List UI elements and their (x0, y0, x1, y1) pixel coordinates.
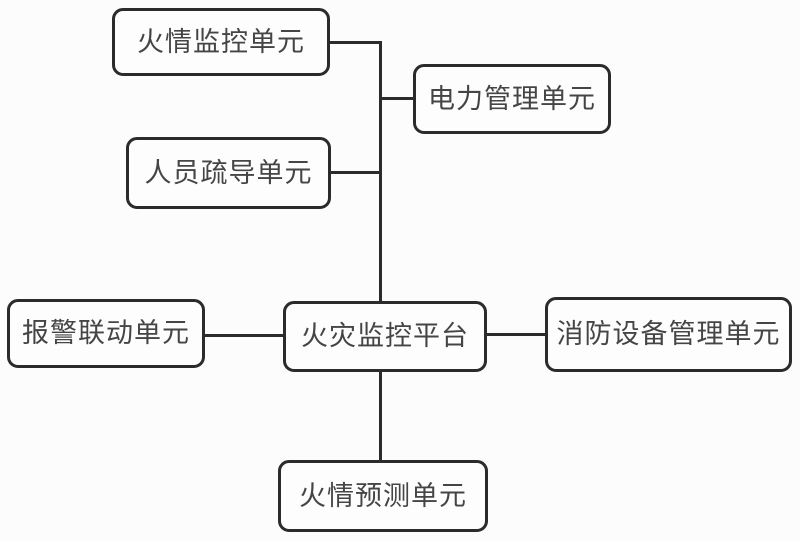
node-personnel-evacuation-label: 人员疏导单元 (144, 157, 313, 188)
node-power-management-unit: 电力管理单元 (413, 64, 611, 134)
connector-platform-to-fire-prediction (379, 372, 382, 460)
connector-platform-to-equipment-mgmt (487, 333, 545, 336)
node-fire-equipment-management-unit: 消防设备管理单元 (545, 297, 792, 372)
connector-fire-monitoring-to-trunk (330, 41, 382, 44)
node-fire-prediction-label: 火情预测单元 (299, 480, 467, 511)
node-power-management-label: 电力管理单元 (428, 83, 596, 114)
node-fire-monitoring-label: 火情监控单元 (137, 26, 305, 57)
node-fire-prediction-unit: 火情预测单元 (278, 460, 488, 532)
node-personnel-evacuation-unit: 人员疏导单元 (126, 137, 331, 209)
node-fire-monitoring-platform: 火灾监控平台 (283, 301, 487, 372)
node-platform-label: 火灾监控平台 (301, 321, 469, 351)
node-alarm-linkage-unit: 报警联动单元 (7, 299, 205, 368)
node-alarm-linkage-label: 报警联动单元 (22, 318, 190, 348)
connector-alarm-linkage-to-platform (205, 334, 283, 337)
node-equipment-management-label: 消防设备管理单元 (556, 319, 781, 349)
connector-personnel-evac-to-trunk (331, 171, 382, 174)
node-fire-monitoring-unit: 火情监控单元 (112, 8, 330, 76)
connector-trunk-to-power-management (380, 97, 413, 100)
